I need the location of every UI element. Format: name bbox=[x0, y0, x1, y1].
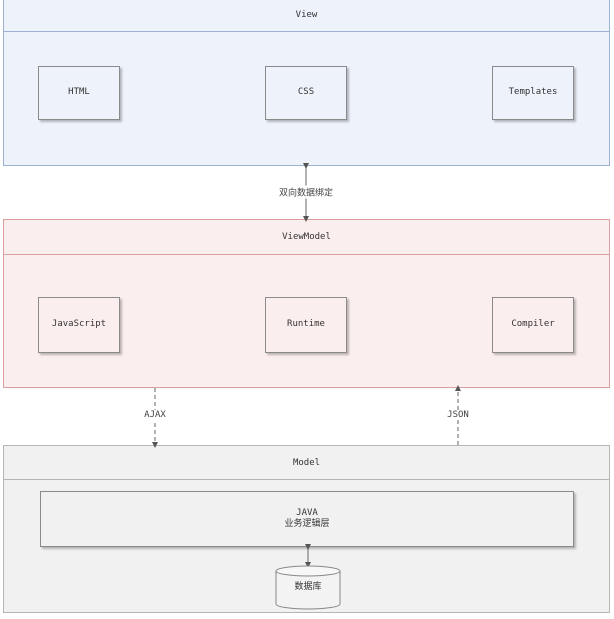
model-title: Model bbox=[292, 457, 321, 468]
business-logic-line1: JAVA bbox=[296, 507, 318, 518]
view-title: View bbox=[295, 10, 318, 20]
business-logic-line2: 业务逻辑层 bbox=[284, 519, 330, 529]
view-item-templates: Templates bbox=[492, 66, 574, 120]
model-header: Model bbox=[3, 445, 610, 480]
viewmodel-item-runtime: Runtime bbox=[265, 297, 347, 353]
database-label: 数据库 bbox=[294, 582, 322, 592]
view-item-html: HTML bbox=[38, 66, 120, 120]
viewmodel-item-compiler: Compiler bbox=[492, 297, 574, 353]
viewmodel-header: ViewModel bbox=[3, 219, 610, 255]
viewmodel-title: ViewModel bbox=[282, 232, 331, 242]
view-item-css: CSS bbox=[265, 66, 347, 120]
ajax-label: AJAX bbox=[142, 410, 168, 420]
viewmodel-item-javascript: JavaScript bbox=[38, 297, 120, 353]
two-way-binding-label: 双向数据绑定 bbox=[276, 185, 336, 199]
json-label: JSON bbox=[445, 410, 471, 420]
business-logic-box: JAVA 业务逻辑层 bbox=[40, 491, 574, 547]
view-header: View bbox=[3, 0, 610, 32]
